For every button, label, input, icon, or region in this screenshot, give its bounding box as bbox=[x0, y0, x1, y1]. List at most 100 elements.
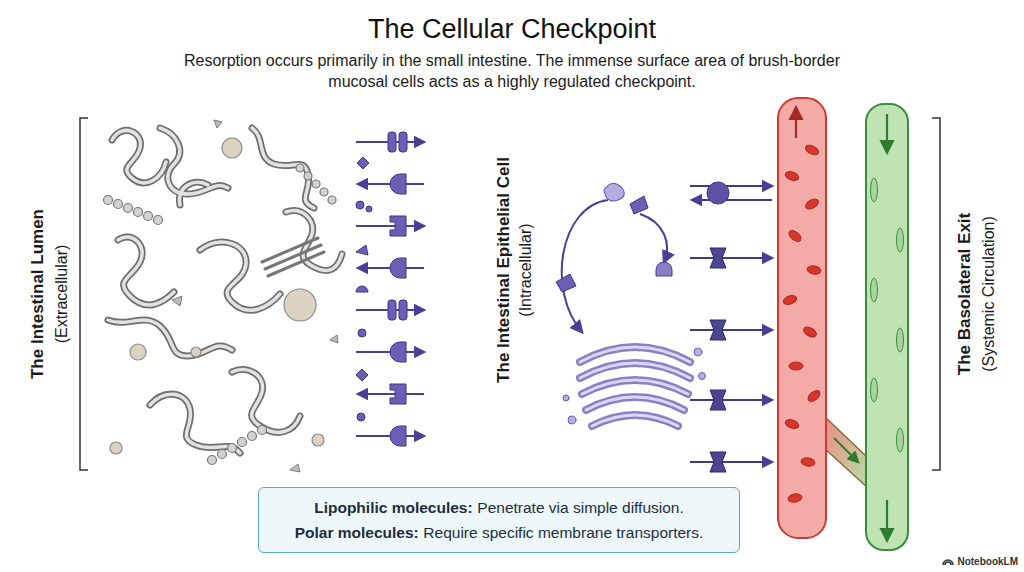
apical-transporters bbox=[356, 132, 424, 446]
lymph-vessel bbox=[871, 378, 878, 402]
lumen-molecules bbox=[228, 444, 237, 453]
blood-vessel bbox=[834, 438, 858, 462]
lymph-vessel bbox=[866, 104, 908, 550]
apical-transporters bbox=[390, 342, 406, 362]
region-sublabel: (Systemic Circulation) bbox=[978, 216, 999, 372]
intracellular-traffic bbox=[630, 196, 648, 214]
golgi-apparatus bbox=[586, 397, 684, 410]
basolateral-transporters bbox=[707, 182, 729, 204]
golgi-apparatus bbox=[580, 363, 690, 378]
lumen-molecules bbox=[248, 432, 257, 441]
apical-transporters bbox=[390, 426, 406, 446]
intracellular-traffic bbox=[556, 183, 672, 332]
lymph-vessel bbox=[886, 114, 888, 152]
watermark: NotebookLM bbox=[957, 555, 1018, 568]
golgi-apparatus bbox=[694, 348, 702, 356]
lumen-molecules bbox=[320, 188, 328, 196]
lumen-molecules bbox=[222, 138, 242, 158]
label-holder: NotebookLM bbox=[957, 555, 1018, 568]
apical-transporters bbox=[366, 206, 372, 212]
lymph-vessel bbox=[866, 104, 908, 550]
watermark-icon bbox=[943, 560, 953, 565]
basolateral-transporters bbox=[690, 186, 772, 462]
lumen-molecules bbox=[108, 128, 342, 453]
epithelial-cell: The Intestinal Epithelial Cell(Intracell… bbox=[345, 112, 740, 545]
basolateral-transporters bbox=[710, 390, 726, 410]
apical-transporters bbox=[356, 201, 364, 209]
basolateral-transporters bbox=[710, 320, 726, 340]
apical-transporters bbox=[356, 142, 424, 436]
golgi-apparatus bbox=[592, 415, 678, 426]
lumen-molecules bbox=[110, 442, 122, 454]
lumen-molecules bbox=[330, 335, 338, 343]
basolateral-transporters bbox=[710, 248, 726, 268]
golgi-apparatus bbox=[580, 363, 690, 378]
basolateral-transporters bbox=[690, 257, 772, 259]
region-label: The Intestinal Lumen bbox=[27, 209, 49, 379]
lumen-molecules bbox=[154, 216, 163, 225]
lymph-vessel bbox=[871, 178, 904, 452]
golgi-apparatus bbox=[699, 373, 706, 380]
label-holder: The Intestinal Lumen bbox=[27, 209, 49, 379]
note-box: Lipophilic molecules:Penetrate via simpl… bbox=[258, 487, 740, 553]
blood-vessel bbox=[806, 388, 822, 403]
title: The Cellular Checkpoint bbox=[0, 12, 1024, 46]
lumen-molecules bbox=[304, 172, 312, 180]
golgi-apparatus bbox=[568, 416, 576, 424]
lumen-molecules bbox=[114, 200, 123, 209]
cell-outline bbox=[352, 118, 735, 540]
blood-vessel bbox=[824, 416, 868, 488]
lumen-molecules bbox=[312, 434, 324, 446]
apical-transporters bbox=[388, 300, 396, 320]
basolateral-transporters bbox=[690, 329, 772, 331]
blood-vessel bbox=[789, 362, 803, 370]
intracellular-traffic bbox=[556, 274, 576, 292]
intracellular-traffic bbox=[656, 262, 672, 276]
lumen-molecules bbox=[134, 208, 143, 217]
lymph-vessel bbox=[871, 178, 878, 202]
lumen-molecules bbox=[172, 120, 338, 472]
lumen-molecules bbox=[172, 296, 182, 306]
lumen-molecules bbox=[191, 347, 201, 357]
blood-vessel bbox=[824, 416, 868, 488]
blood-vessel bbox=[804, 197, 820, 211]
golgi-apparatus bbox=[563, 347, 706, 426]
apical-transporters bbox=[388, 132, 407, 446]
note-line: Lipophilic molecules:Penetrate via simpl… bbox=[277, 495, 721, 520]
lumen-molecules bbox=[110, 138, 324, 454]
lumen-molecules bbox=[104, 120, 343, 472]
basolateral-transporters bbox=[710, 452, 726, 472]
basolateral-transporters bbox=[692, 199, 772, 201]
note-text: Require specific membrane transporters. bbox=[423, 520, 703, 545]
golgi-apparatus bbox=[580, 347, 690, 426]
note-term: Lipophilic molecules: bbox=[314, 495, 472, 520]
lumen-molecules bbox=[208, 456, 217, 465]
apical-transporters bbox=[390, 174, 406, 194]
lumen-molecules bbox=[238, 438, 247, 447]
lumen-molecules bbox=[104, 164, 337, 465]
golgi-apparatus bbox=[580, 347, 690, 362]
blood-vessel bbox=[787, 493, 802, 503]
blood-vessel bbox=[784, 170, 800, 182]
golgi-apparatus bbox=[592, 415, 678, 426]
blood-vessel bbox=[802, 325, 818, 339]
blood-vessel bbox=[784, 418, 800, 430]
lumen-molecules bbox=[130, 344, 146, 360]
apical-transporters bbox=[357, 413, 365, 421]
bracket bbox=[80, 118, 88, 470]
lymph-vessel bbox=[897, 328, 904, 352]
apical-transporters bbox=[390, 258, 406, 278]
lumen-molecules bbox=[262, 238, 324, 276]
basolateral-transporters bbox=[690, 399, 772, 401]
golgi-apparatus bbox=[563, 395, 569, 401]
apical-transporters bbox=[356, 157, 372, 421]
lymph-vessel bbox=[886, 500, 888, 540]
blood-vessel bbox=[778, 98, 826, 538]
basolateral-transporters bbox=[690, 185, 772, 187]
blood-vessel bbox=[782, 294, 798, 306]
cell-name: The Intestinal Epithelial Cell bbox=[493, 157, 515, 383]
golgi-apparatus bbox=[563, 348, 706, 424]
blood-vessel bbox=[804, 143, 820, 156]
golgi-apparatus bbox=[580, 347, 690, 426]
subtitle: Resorption occurs primarily in the small… bbox=[182, 50, 842, 92]
